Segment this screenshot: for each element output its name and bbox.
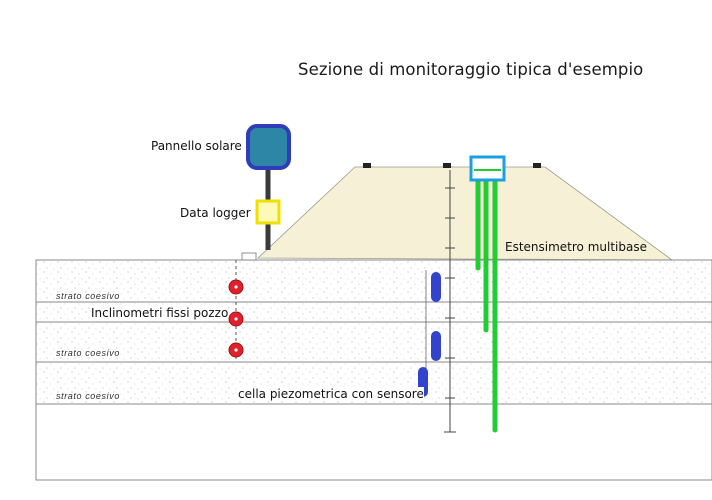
piezometric-cell-label: cella piezometrica con sensore <box>238 387 424 401</box>
soil-layer <box>36 404 712 480</box>
layer-label: strato coesivo <box>56 391 120 401</box>
layer-label: strato coesivo <box>56 291 120 301</box>
inclinometers-label: Inclinometri fissi pozzo <box>91 306 229 320</box>
embankment-marker <box>363 163 371 168</box>
embankment-marker <box>443 163 451 168</box>
extensometer-rods <box>475 165 498 433</box>
soil-layer <box>36 322 712 362</box>
piezometric-cell <box>431 331 441 361</box>
solar-panel-label: Pannello solare <box>151 139 242 153</box>
logger-base <box>241 252 257 261</box>
solar-panel <box>246 124 291 170</box>
piezometric-cell <box>431 272 441 302</box>
embankment <box>256 166 674 261</box>
section-frame <box>35 259 712 481</box>
extensometer-label: Estensimetro multibase <box>505 240 647 254</box>
layer-label: strato coesivo <box>56 348 120 358</box>
data-logger-label: Data logger <box>180 206 251 220</box>
settlement-gauge-ticks <box>444 187 456 433</box>
soil-layer <box>36 260 712 302</box>
diagram-title: Sezione di monitoraggio tipica d'esempio <box>298 60 644 79</box>
data-logger <box>255 199 281 225</box>
extensometer-head <box>469 155 506 182</box>
embankment-marker <box>533 163 541 168</box>
